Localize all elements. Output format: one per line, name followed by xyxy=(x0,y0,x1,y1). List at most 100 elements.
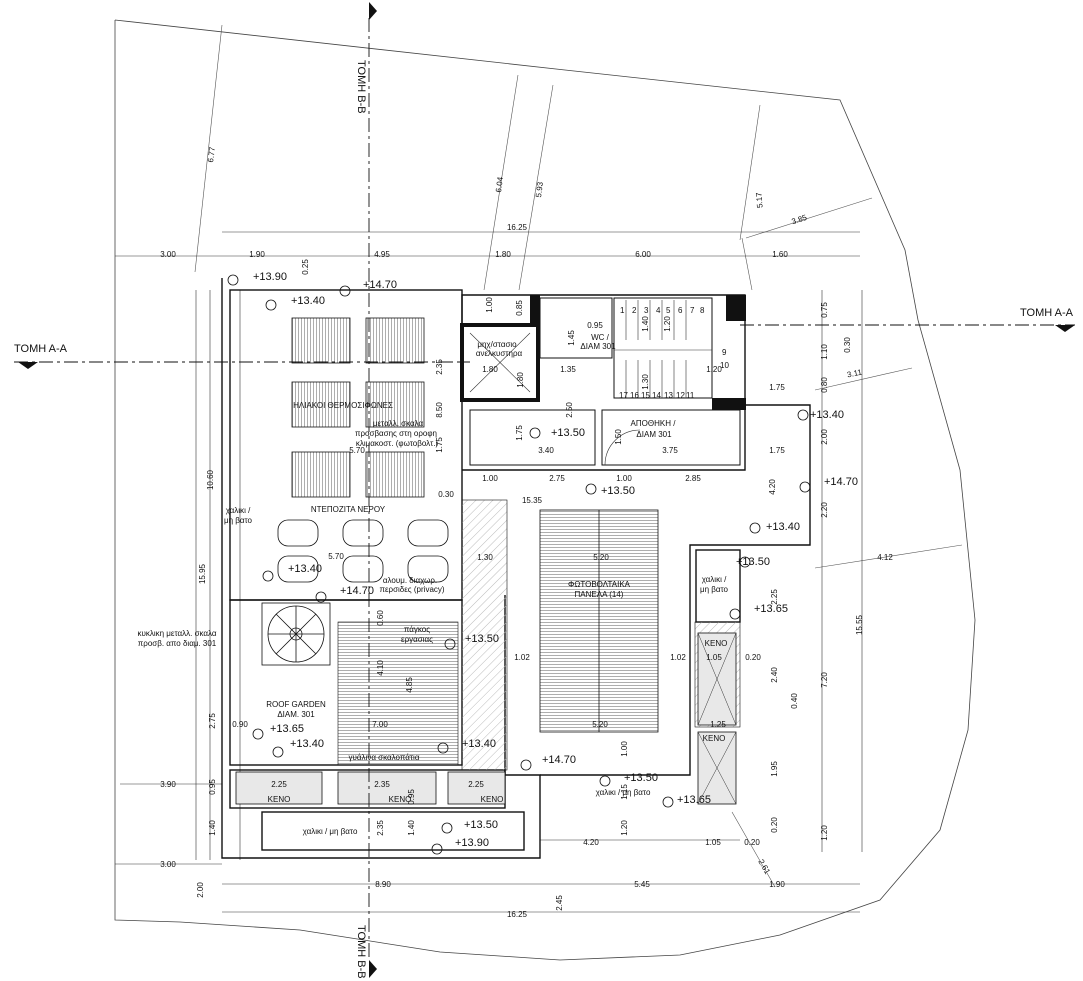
dim-5-20-a: 5.20 xyxy=(593,553,609,562)
dim-5-45: 5.45 xyxy=(634,880,650,889)
level-1470-mid: +14.70 xyxy=(340,585,374,597)
dim-7-20: 7.20 xyxy=(820,672,829,688)
dim-2-35: 2.35 xyxy=(435,359,444,375)
label-gravel-left-2: μη βατο xyxy=(224,516,253,525)
label-void-4: ΚΕΝΟ xyxy=(705,639,728,648)
dim-1-75-c: 1.75 xyxy=(515,425,524,441)
dim-1-40-c: 1.40 xyxy=(407,820,416,836)
level-1350-stair: +13.50 xyxy=(465,633,499,645)
dim-3-85: 3.85 xyxy=(790,213,808,227)
water-tanks xyxy=(277,519,449,583)
label-wc-2: ΔΙΑΜ 301 xyxy=(580,342,616,351)
dim-1-30: 1.30 xyxy=(641,374,650,390)
level-1340-garden: +13.40 xyxy=(290,738,324,750)
dim-3-11: 3.11 xyxy=(846,367,863,379)
section-arrow-bb-top xyxy=(369,2,377,20)
label-metal-stair: μεταλλ. σκαλα xyxy=(373,419,424,428)
level-1340-right: +13.40 xyxy=(810,409,844,421)
dim-1-02-a: 1.02 xyxy=(514,653,530,662)
dimension-texts: 16.25 3.00 1.90 4.95 1.80 6.00 1.60 6.77… xyxy=(160,146,893,919)
dim-3-75: 3.75 xyxy=(662,446,678,455)
dim-2-40: 2.40 xyxy=(770,667,779,683)
dim-8-50: 8.50 xyxy=(435,402,444,418)
dim-1-25: 1.25 xyxy=(710,720,726,729)
dim-1-10: 1.10 xyxy=(820,344,829,360)
level-markers xyxy=(227,274,811,855)
dim-2-45: 2.45 xyxy=(555,895,564,911)
dim-1-50: 1.50 xyxy=(614,429,623,445)
dim-5-70-a: 5.70 xyxy=(349,446,365,455)
dim-1-20-c: 1.20 xyxy=(620,820,629,836)
dim-5-93: 5.93 xyxy=(534,181,545,198)
stair-num-7: 7 xyxy=(690,306,695,315)
label-gravel-bottom: χαλικι / μη βατο xyxy=(303,827,358,836)
label-gravel-right: χαλικι / xyxy=(702,575,727,584)
void-boxes xyxy=(235,632,737,805)
dim-0-75: 0.75 xyxy=(820,302,829,318)
dim-2-75-b: 2.75 xyxy=(208,713,217,729)
dim-2-00-b: 2.00 xyxy=(196,882,205,898)
label-gravel-left: χαλικι / xyxy=(226,506,251,515)
wc-room xyxy=(539,297,613,359)
label-counter: πάγκος xyxy=(404,625,430,634)
level-1350-mid: +13.50 xyxy=(551,427,585,439)
dim-1-80-top: 1.80 xyxy=(495,250,511,259)
dim-1-95: 1.95 xyxy=(770,761,779,777)
dim-1-30-b: 1.30 xyxy=(477,553,493,562)
stair-num-12: 12 xyxy=(676,391,685,400)
label-gravel-right-2: μη βατο xyxy=(700,585,729,594)
elevator-room xyxy=(460,323,540,402)
level-1350-right: +13.50 xyxy=(736,556,770,568)
glass-steps xyxy=(337,621,459,766)
dim-1-45: 1.45 xyxy=(567,330,576,346)
void-crosses xyxy=(697,632,737,805)
dim-1-15: 1.15 xyxy=(620,784,629,800)
label-solar-heaters: ΗΛΙΑΚΟΙ ΘΕΡΜΟΣΙΦΩΝΕΣ xyxy=(293,401,393,410)
label-glass-steps: γυάλινα σκαλοπάτια xyxy=(349,753,420,762)
dim-2-25-b: 2.25 xyxy=(468,780,484,789)
label-pv-panels: ΦΩΤΟΒΟΛΤΑΙΚΑ xyxy=(568,580,631,589)
dim-0-95: 0.95 xyxy=(587,321,603,330)
label-privacy-2: περσιδες (privacy) xyxy=(379,585,444,594)
dim-0-25: 0.25 xyxy=(301,259,310,275)
stair-block xyxy=(613,297,713,399)
dim-5-70-b: 5.70 xyxy=(328,552,344,561)
stair-num-6: 6 xyxy=(678,306,683,315)
stair-num-14: 14 xyxy=(652,391,661,400)
pv-panels xyxy=(539,509,659,733)
label-gravel-bottom-right: χαλικι / μη βατο xyxy=(596,788,651,797)
dim-15-35: 15.35 xyxy=(522,496,543,505)
label-storage: ΑΠΟΘΗΚΗ / xyxy=(631,419,677,428)
dim-1-90-top: 1.90 xyxy=(249,250,265,259)
dim-0-20-a: 0.20 xyxy=(745,653,761,662)
stair-num-8: 8 xyxy=(700,306,705,315)
section-label-aa-right: ΤΟΜΗ Α-Α xyxy=(1020,307,1074,319)
label-void-2: ΚΕΝΟ xyxy=(389,795,412,804)
dim-1-20-stair: 1.20 xyxy=(663,316,672,332)
level-1390-bottom: +13.90 xyxy=(455,837,489,849)
label-storage-2: ΔΙΑΜ 301 xyxy=(636,430,672,439)
dim-2-25-a: 2.25 xyxy=(271,780,287,789)
dimension-lines xyxy=(115,231,863,913)
section-label-bb-top: ΤΟΜΗ Β-Β xyxy=(355,60,367,114)
dim-3-40: 3.40 xyxy=(538,446,554,455)
dim-0-95-b: 0.95 xyxy=(208,779,217,795)
wall-column-2 xyxy=(726,295,746,321)
stair-num-16: 16 xyxy=(630,391,639,400)
dim-1-80-elevator-2: 1.80 xyxy=(516,372,525,388)
dim-16-25-bottom: 16.25 xyxy=(507,910,528,919)
dim-1-40: 1.40 xyxy=(641,316,650,332)
dim-7-00: 7.00 xyxy=(372,720,388,729)
label-elevator-room-2: ανελκυστηρα xyxy=(476,349,523,358)
dim-2-61: 2.61 xyxy=(756,858,772,876)
level-1365-bottom: +13.65 xyxy=(677,794,711,806)
dim-1-90-b: 1.90 xyxy=(769,880,785,889)
stair-number-labels: 1 2 3 4 5 6 7 8 9 10 11 12 13 14 15 16 1… xyxy=(619,306,729,400)
dim-1-00-b: 1.00 xyxy=(482,474,498,483)
level-1350-bottom: +13.50 xyxy=(624,772,658,784)
dim-2-75-a: 2.75 xyxy=(549,474,565,483)
wall-column-1 xyxy=(530,295,540,325)
dim-3-00-top: 3.00 xyxy=(160,250,176,259)
dim-3-00-b: 3.00 xyxy=(160,860,176,869)
